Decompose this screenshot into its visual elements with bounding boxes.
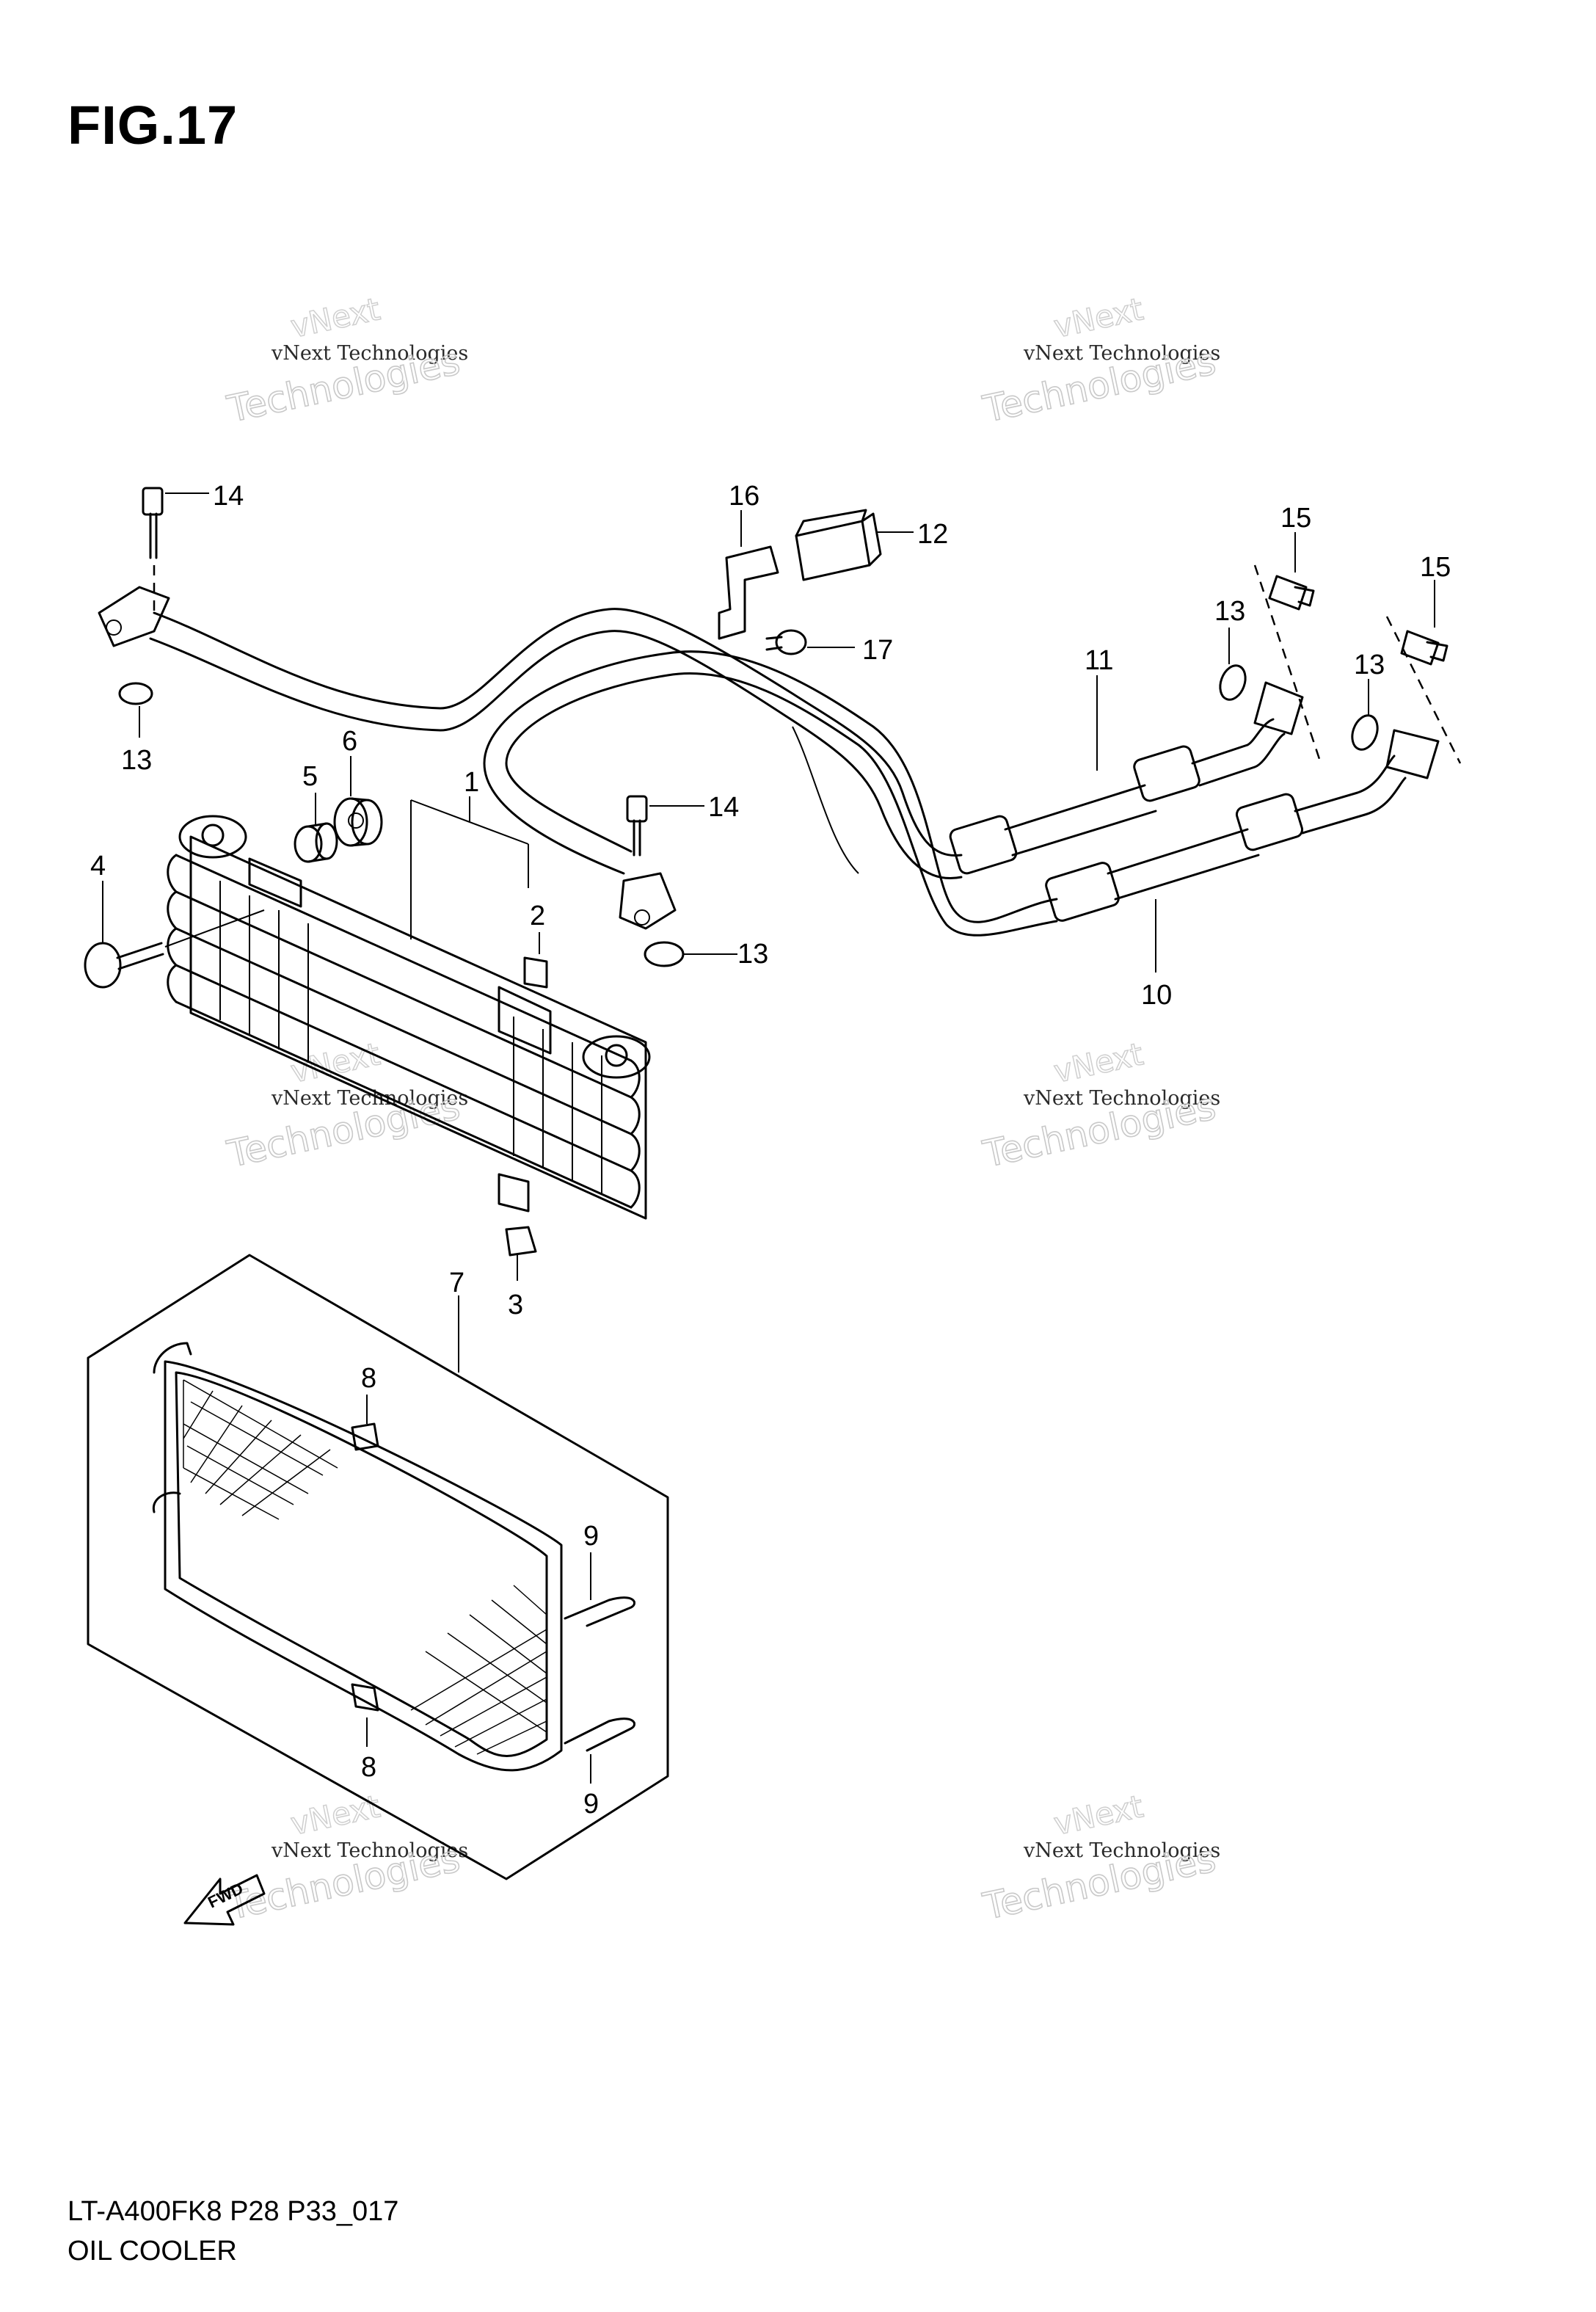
holder-12 [795,509,882,581]
lower-oil-pipe [483,650,1058,937]
callout-4: 4 [90,851,106,881]
callout-16: 16 [729,481,759,512]
figure-title: FIG.17 [68,95,238,156]
callout-17: 17 [862,635,893,666]
watermark-1: vNext vNext Technologies Technologies [223,291,469,432]
watermark-4: vNext vNext Technologies Technologies [979,1036,1221,1177]
bolt-15-a [1268,575,1315,611]
watermark-3: vNext vNext Technologies Technologies [223,1036,469,1177]
collar-5 [294,822,338,863]
grommet-8-top [351,1422,379,1451]
callout-5: 5 [302,761,318,792]
nut-2 [523,956,548,989]
leader-lines [102,492,1435,1784]
diagram-name: OIL COOLER [68,2236,237,2266]
watermark-small: vNext Technologies [271,342,468,365]
pipe-flange-top-left [98,586,170,647]
callout-7: 7 [449,1268,464,1298]
callout-9-bottom: 9 [583,1789,599,1820]
callout-3: 3 [508,1290,523,1320]
watermark-big-top: vNext [288,1788,383,1842]
callout-13-right-b: 13 [1354,650,1385,680]
watermark-group: vNext vNext Technologies Technologies vN… [223,291,1221,1929]
callout-9-top: 9 [583,1521,599,1552]
callout-labels: 14 13 4 5 6 1 2 3 14 13 7 8 8 9 9 16 12 … [90,481,1451,1820]
callout-1: 1 [464,767,479,798]
oil-cooler-core [167,815,651,1220]
watermark-small: vNext Technologies [1023,1839,1220,1862]
diagram-code: LT-A400FK8 P28 P33_017 [68,2196,399,2227]
watermark-small: vNext Technologies [1023,1087,1220,1110]
upper-oil-pipe [149,608,963,879]
watermark-small: vNext Technologies [271,1839,468,1862]
watermark-big-top: vNext [1051,1788,1146,1842]
oil-hose-11 [949,681,1304,875]
callout-14-mid: 14 [708,792,739,823]
spring-clip-9-bottom [564,1717,635,1752]
callout-8-top: 8 [361,1363,376,1394]
bolt-4 [84,909,265,989]
bolt-14-mid [626,795,648,857]
guard-mesh [183,1379,547,1755]
bolt-17 [765,629,807,655]
cooler-guard-7 [87,1254,669,1880]
callout-10: 10 [1141,980,1172,1011]
alignment-line-15b [1385,616,1462,764]
watermark-6: vNext vNext Technologies Technologies [979,1788,1221,1929]
spring-clip-9-top [564,1596,635,1627]
callout-13-right-a: 13 [1214,596,1245,627]
o-ring-13-right-a [1219,664,1247,701]
watermark-5: vNext vNext Technologies Technologies [223,1788,469,1929]
callout-8-bottom: 8 [361,1752,376,1783]
callout-6: 6 [342,726,357,757]
cushion-6 [333,797,383,847]
callout-2: 2 [530,901,545,931]
watermark-big-top: vNext [1051,1036,1146,1089]
callout-11: 11 [1085,645,1113,676]
callout-13-mid: 13 [737,939,768,970]
pipe-flange-mid [619,872,677,930]
watermark-2: vNext vNext Technologies Technologies [979,291,1221,432]
bolt-14-top [142,487,164,617]
o-ring-13-left [118,682,153,705]
watermark-small: vNext Technologies [1023,342,1220,365]
o-ring-13-mid [644,941,685,967]
callout-15-b: 15 [1420,552,1451,583]
bolt-15-b [1400,630,1449,666]
callout-13-left: 13 [121,745,152,776]
o-ring-13-right-b [1351,714,1379,751]
nut-3 [505,1226,537,1257]
oil-hose-10 [1045,729,1440,922]
clamp-16 [718,545,779,640]
callout-14-top: 14 [213,481,244,512]
watermark-small: vNext Technologies [271,1087,468,1110]
callout-15-a: 15 [1280,503,1311,534]
watermark-big-top: vNext [288,291,383,344]
callout-12: 12 [917,519,948,550]
watermark-big-top: vNext [1051,291,1146,344]
grommet-8-bottom [351,1683,379,1712]
